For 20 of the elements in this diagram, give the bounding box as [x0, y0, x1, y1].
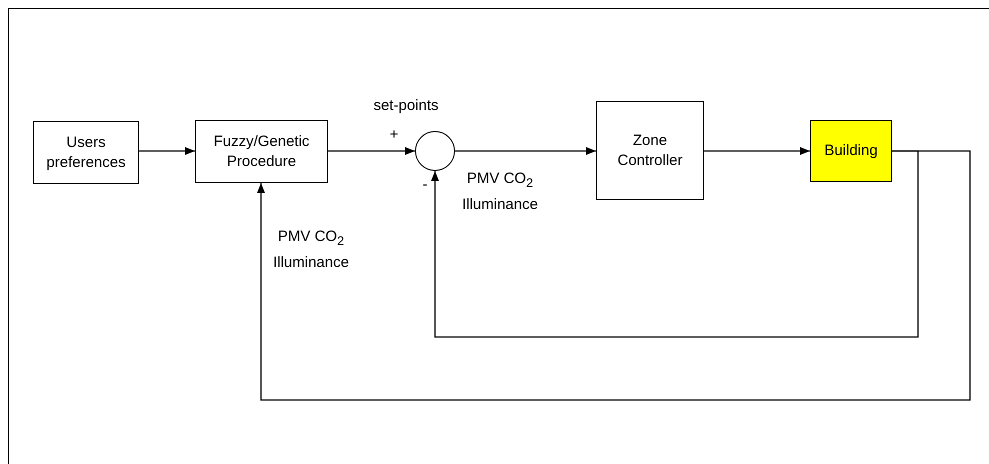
block-box: [195, 120, 328, 183]
sign-symbol: -: [422, 175, 428, 195]
signal-label: PMV CO$_{2}$ Illuminance: [461, 169, 539, 215]
block-box: [33, 121, 139, 184]
signal-label: set-points: [372, 96, 440, 116]
signal-label: PMV CO$_{2}$ Illuminance: [272, 227, 350, 273]
summing-junction-circle: [415, 131, 455, 171]
arrow: [328, 147, 415, 155]
block-box: [596, 101, 704, 200]
arrow: [431, 150, 919, 338]
arrow: [139, 147, 195, 155]
arrow: [704, 147, 810, 155]
block-label: Users preferences: [45, 132, 127, 172]
block-box: [810, 120, 892, 182]
block-label: Fuzzy/Genetic Procedure: [212, 132, 310, 172]
block-label: Building: [823, 141, 879, 161]
block-label: Zone Controller: [616, 130, 684, 170]
arrow: [455, 147, 596, 155]
sign-symbol: +: [388, 125, 400, 145]
arrow: [257, 150, 971, 401]
